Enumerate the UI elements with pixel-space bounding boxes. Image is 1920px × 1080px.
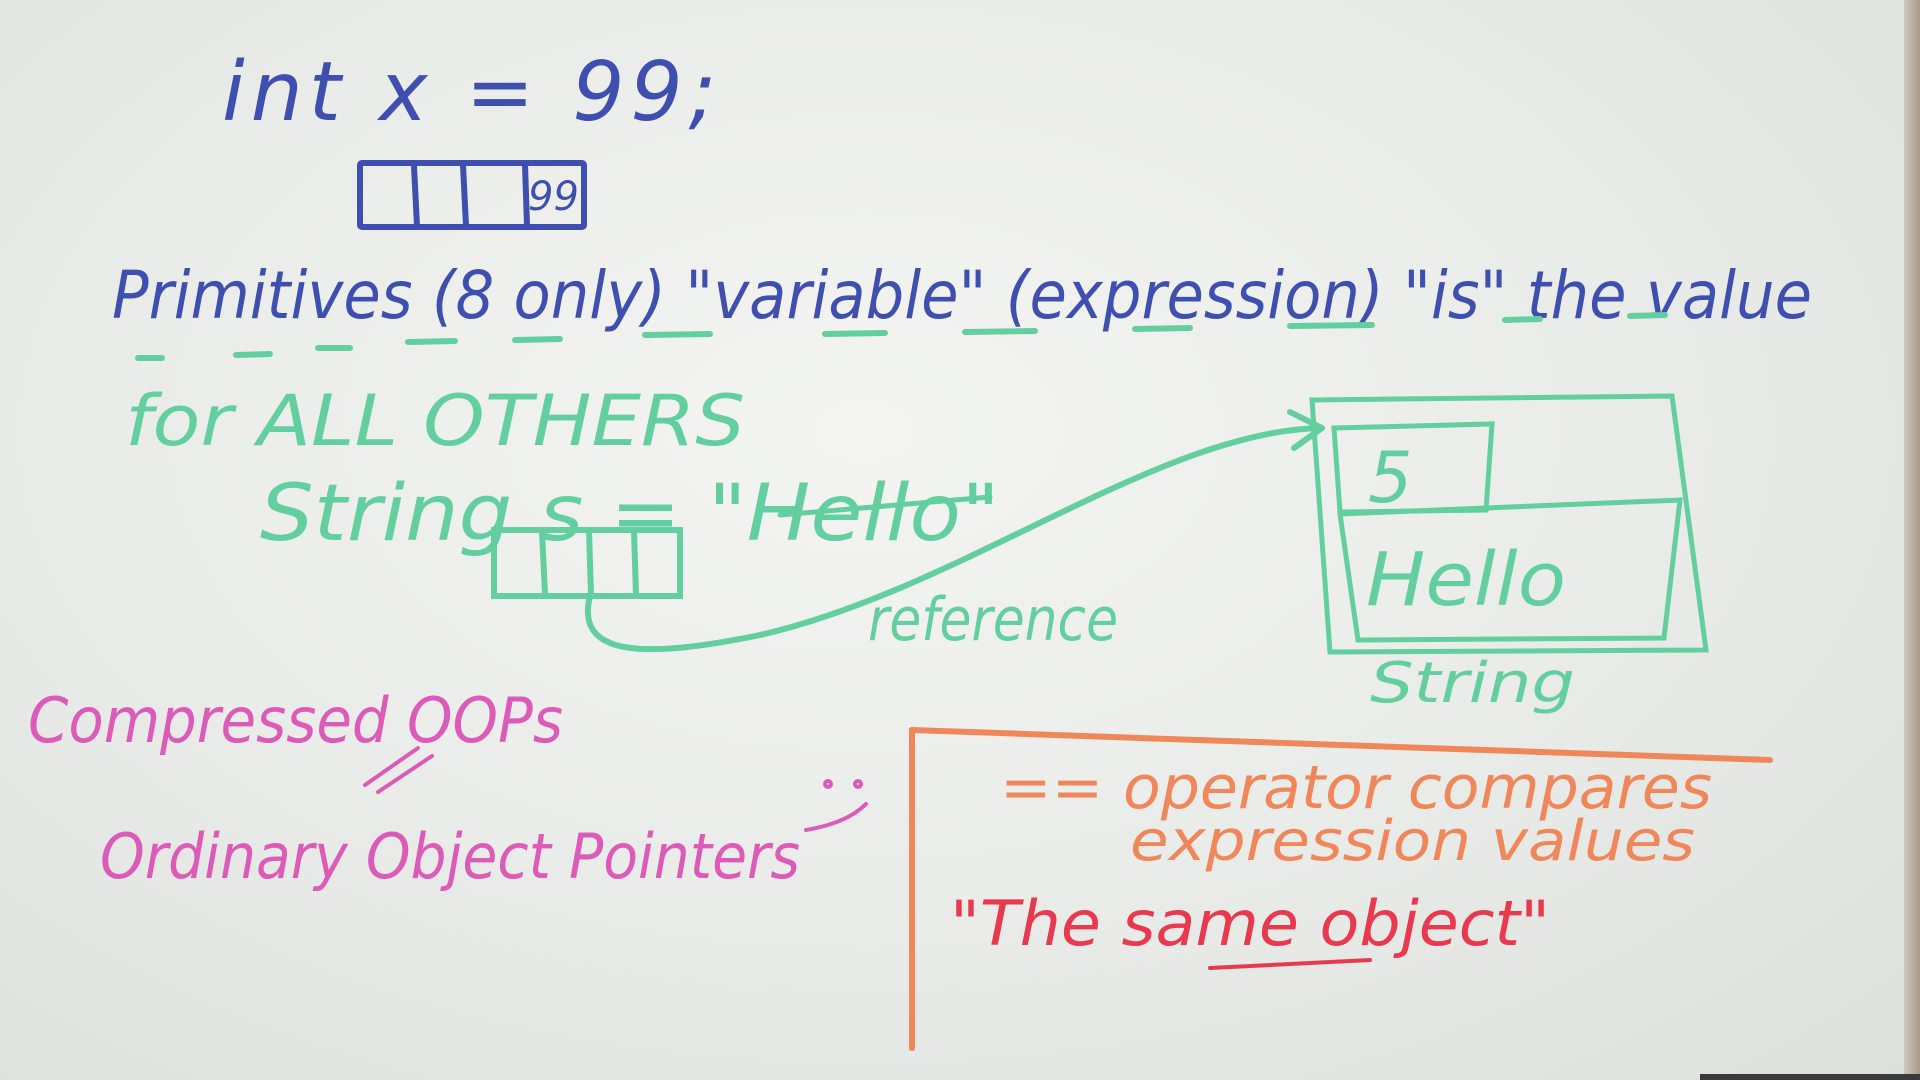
same-object-underline [1208, 958, 1372, 970]
smiley-icon [804, 779, 868, 832]
heading-underline-dashes [135, 312, 1668, 361]
reference-arrow [585, 425, 1325, 653]
equality-line-3: "The same object" [950, 887, 1550, 960]
string-object-length: 5 [1368, 437, 1413, 519]
string-object-type: String [1370, 651, 1575, 716]
oops-arrow [363, 746, 434, 794]
board-frame-edge [1904, 0, 1920, 1080]
equality-line-1: == operator compares [1000, 753, 1712, 823]
hello-underline [777, 494, 993, 518]
primitives-heading: Primitives (8 only) "variable" (expressi… [112, 257, 1812, 334]
compressed-oops-title: Compressed OOPs [28, 684, 563, 757]
string-object-text: Hello [1366, 537, 1566, 623]
equality-frame [909, 727, 1773, 1051]
string-object-box [1309, 393, 1709, 655]
board-tray [1700, 1074, 1920, 1080]
reference-label: reference [868, 585, 1118, 655]
int-declaration: int x = 99; [222, 45, 722, 140]
equality-line-2: expression values [1130, 809, 1695, 874]
primitive-memory-box [357, 160, 587, 230]
reference-arrowhead [1287, 409, 1325, 451]
all-others-heading: for ALL OTHERS [125, 380, 745, 462]
primitive-box-value: 99 [528, 174, 579, 220]
oops-expansion: Ordinary Object Pointers [100, 820, 800, 893]
string-declaration: String s = "Hello" [260, 469, 1000, 559]
